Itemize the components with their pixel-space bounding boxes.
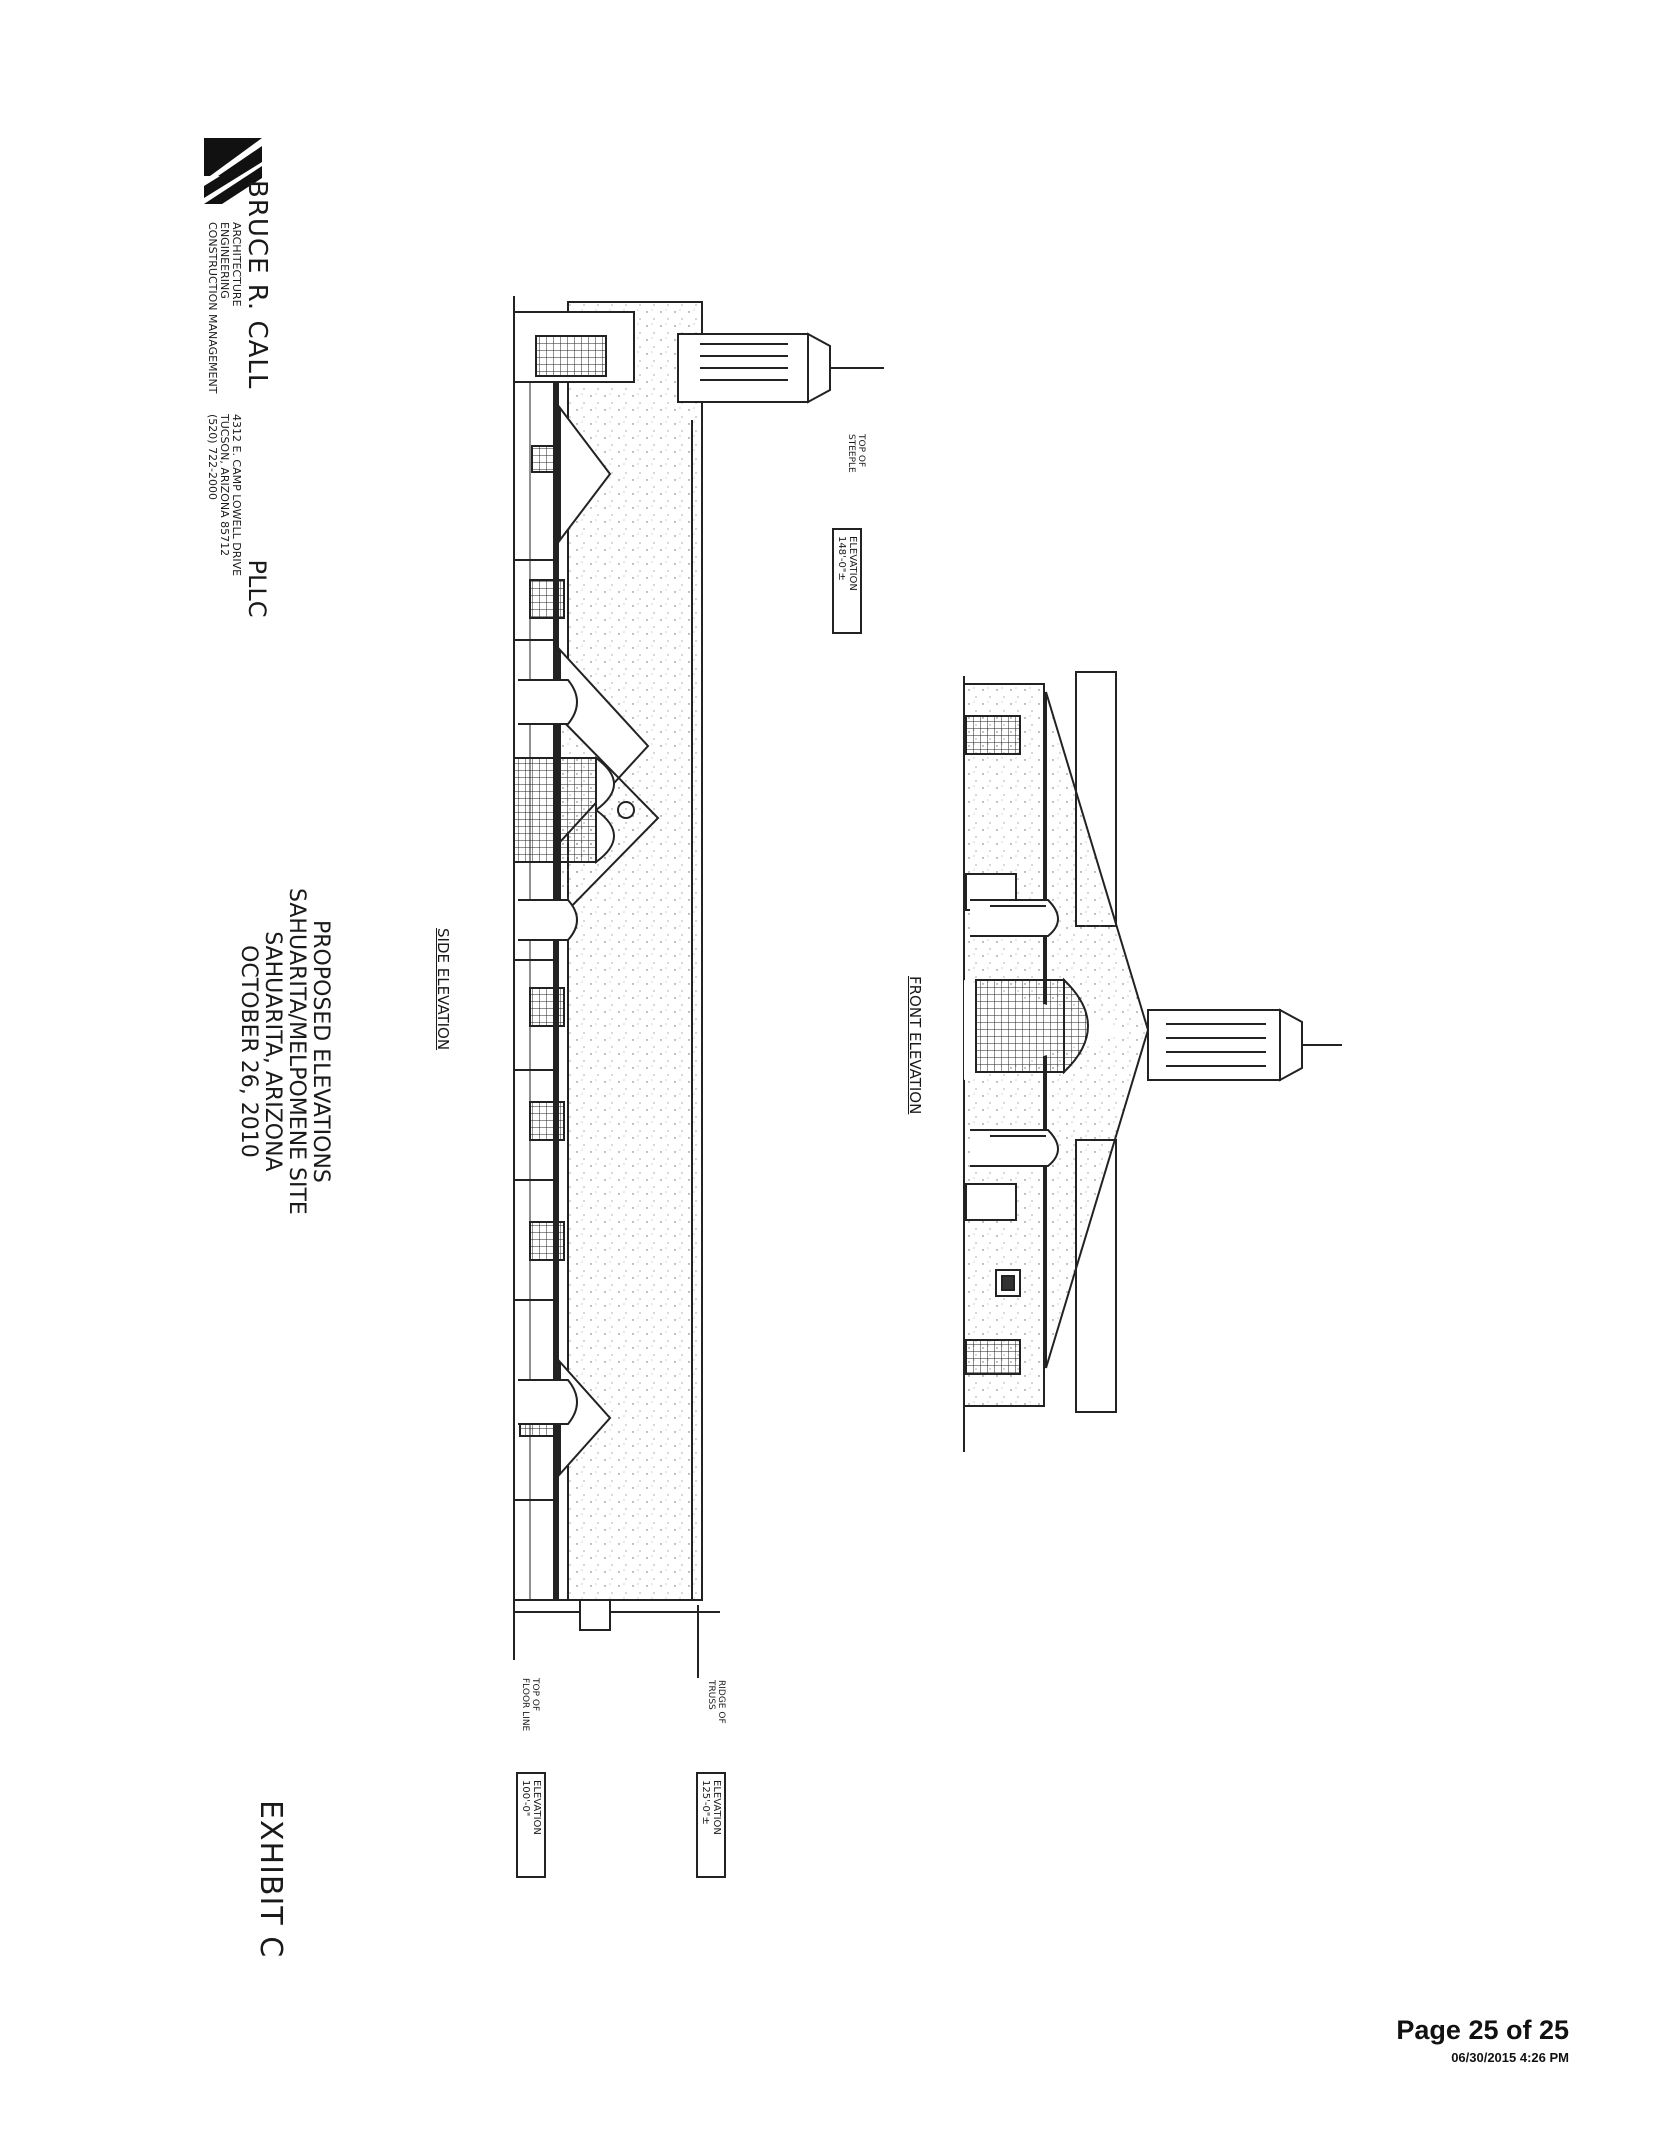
steeple-datum-box: ELEVATION 148'-0"± [832, 528, 862, 634]
print-timestamp: 06/30/2015 4:26 PM [1451, 2050, 1569, 2065]
title-block: PROPOSED ELEVATIONS SAHUARITA/MELPOMENE … [236, 888, 333, 1215]
side-elevation-drawing [513, 296, 884, 1678]
exhibit-label: EXHIBIT C [253, 1800, 288, 1959]
front-elevation-label: FRONT ELEVATION [906, 976, 924, 1115]
firm-suffix: PLLC [243, 559, 271, 618]
front-elevation-drawing [963, 671, 1342, 1452]
firm-address-line: 4312 E. CAMP LOWELL DRIVE [230, 414, 243, 577]
firm-address-line: (520) 722-2000 [206, 414, 219, 501]
firm-services: ARCHITECTURE ENGINEERING CONSTRUCTION MA… [206, 222, 243, 394]
firm-service-line: ENGINEERING [218, 222, 231, 299]
side-elevation-label: SIDE ELEVATION [434, 928, 452, 1051]
firm-service-line: CONSTRUCTION MANAGEMENT [206, 222, 219, 394]
firm-service-line: ARCHITECTURE [230, 222, 243, 307]
firm-logo [204, 138, 262, 204]
title-line: OCTOBER 26, 2010 [236, 945, 261, 1158]
floor-datum-box: ELEVATION 100'-0" [516, 1772, 546, 1878]
floor-datum-label: TOP OF FLOOR LINE [520, 1678, 540, 1732]
title-line: PROPOSED ELEVATIONS [308, 919, 333, 1183]
ridge-datum-box: ELEVATION 125'-0"± [696, 1772, 726, 1878]
title-line: SAHUARITA/MELPOMENE SITE [284, 888, 309, 1215]
firm-name: BRUCE R. CALL [242, 180, 272, 390]
ridge-datum-label: RIDGE OF TRUSS [706, 1680, 726, 1724]
firm-address: 4312 E. CAMP LOWELL DRIVE TUCSON, ARIZON… [206, 414, 243, 577]
firm-address-line: TUCSON, ARIZONA 85712 [218, 414, 231, 557]
page-number: Page 25 of 25 [1396, 2015, 1569, 2045]
steeple-datum-label: TOP OF STEEPLE [846, 434, 866, 473]
title-line: SAHUARITA, ARIZONA [260, 931, 285, 1172]
firm-name-block: BRUCE R. CALL PLLC [242, 180, 272, 618]
